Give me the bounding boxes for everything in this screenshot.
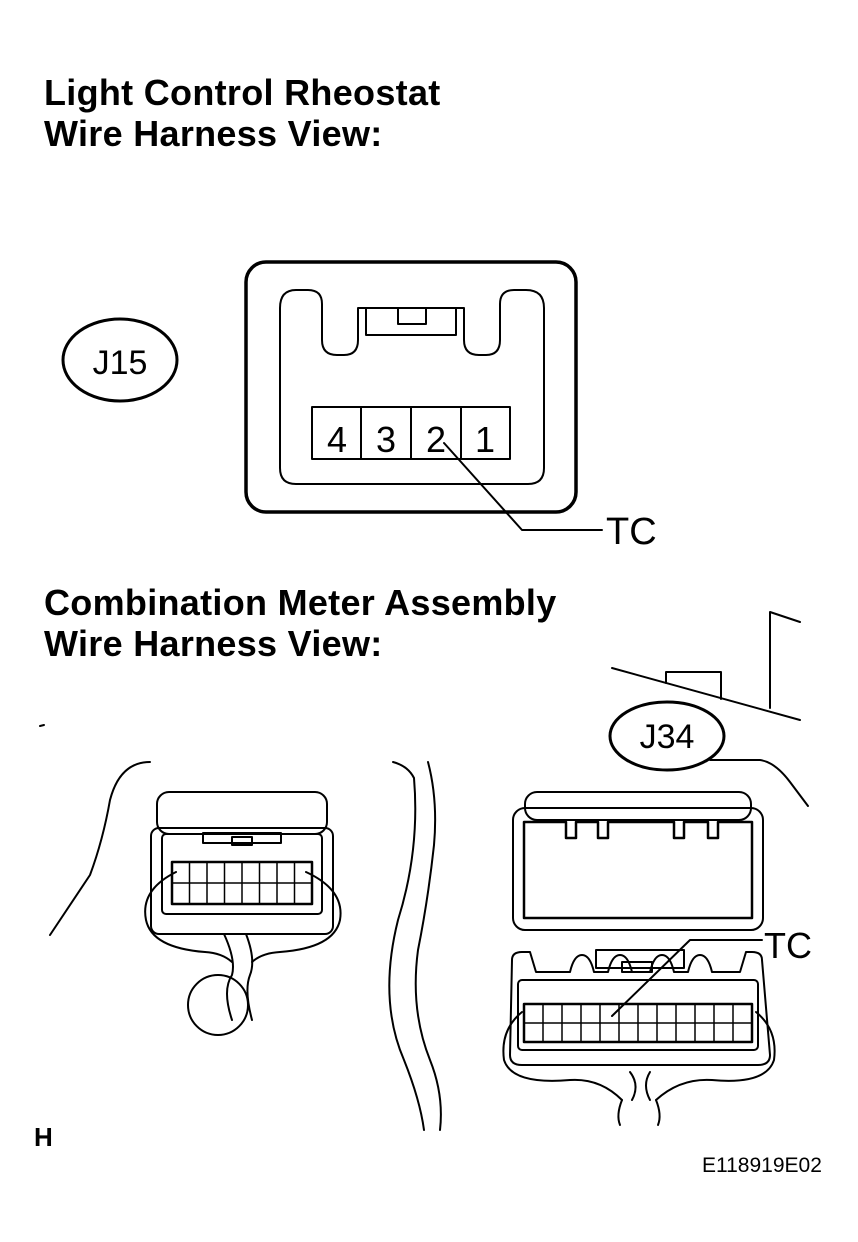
j15-pin-label: 4 <box>327 419 347 460</box>
j34-tc-leader <box>611 939 763 1017</box>
wavy-break-lines <box>388 761 442 1131</box>
j34-connector <box>502 700 776 1126</box>
corner-mark: H <box>34 1122 53 1152</box>
figure-code: E118919E02 <box>702 1154 822 1177</box>
j15-tc-label: TC <box>606 511 657 553</box>
j15-housing-inner <box>279 289 545 485</box>
j15-housing-outer <box>244 260 578 514</box>
j15-pin-label: 2 <box>426 419 446 460</box>
j15-id-ellipse <box>61 317 179 403</box>
left-mating-connector <box>49 761 342 1036</box>
j15-pin-label: 1 <box>475 419 495 460</box>
j15-pin-label: 3 <box>376 419 396 460</box>
j34-context-lines <box>39 611 809 807</box>
section2-title: Combination Meter Assembly Wire Harness … <box>44 582 557 664</box>
section1-title-line2: Wire Harness View: <box>44 113 383 154</box>
j15-connector <box>61 260 603 531</box>
j15-id-label: J15 <box>93 344 148 382</box>
j34-id-ellipse <box>608 700 726 772</box>
j15-lock-latch <box>397 307 427 325</box>
section1-title: Light Control Rheostat Wire Harness View… <box>44 72 441 154</box>
section2-title-line1: Combination Meter Assembly <box>44 582 557 623</box>
j34-tc-label: TC <box>764 925 812 966</box>
section2-title-line2: Wire Harness View: <box>44 623 383 664</box>
j15-tc-leader <box>443 442 603 531</box>
j15-lock-tab <box>365 307 457 336</box>
section1-title-line1: Light Control Rheostat <box>44 72 441 113</box>
j34-id-label: J34 <box>640 718 695 756</box>
